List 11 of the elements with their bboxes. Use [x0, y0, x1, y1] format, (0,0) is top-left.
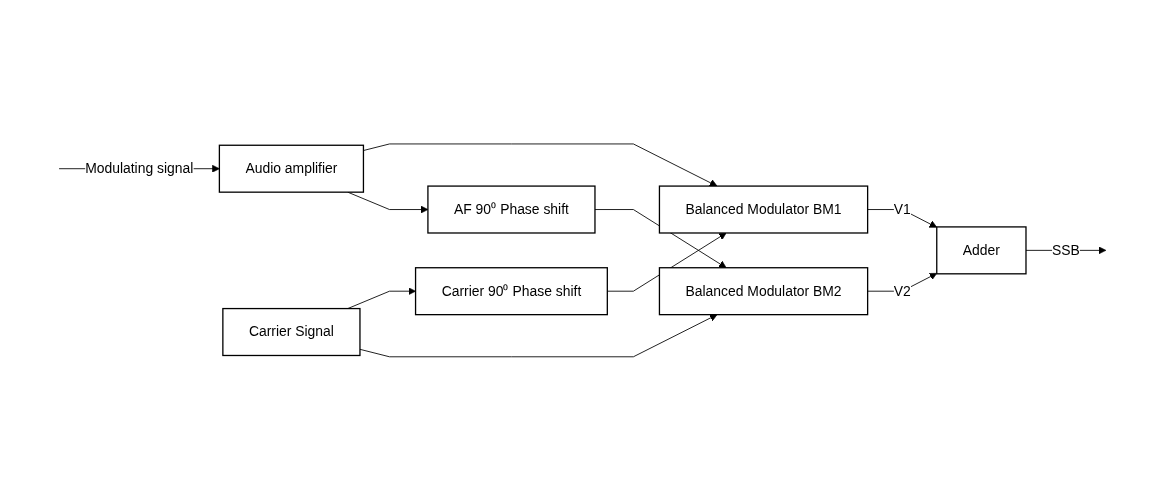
edge-label: SSB — [1052, 242, 1080, 258]
node-box: Audio amplifier — [218, 144, 365, 193]
node-box: Carrier 90⁰ Phase shift — [414, 267, 608, 316]
node-box: Carrier Signal — [222, 308, 361, 357]
node-box: Balanced Modulator BM2 — [658, 267, 869, 316]
node-box: Adder — [936, 226, 1027, 275]
node-box: Balanced Modulator BM1 — [658, 185, 869, 234]
edge-label: Modulating signal — [85, 161, 194, 176]
edge-label: V2 — [893, 283, 911, 299]
edge-label: V1 — [893, 201, 911, 217]
node-box: AF 90⁰ Phase shift — [427, 185, 596, 234]
